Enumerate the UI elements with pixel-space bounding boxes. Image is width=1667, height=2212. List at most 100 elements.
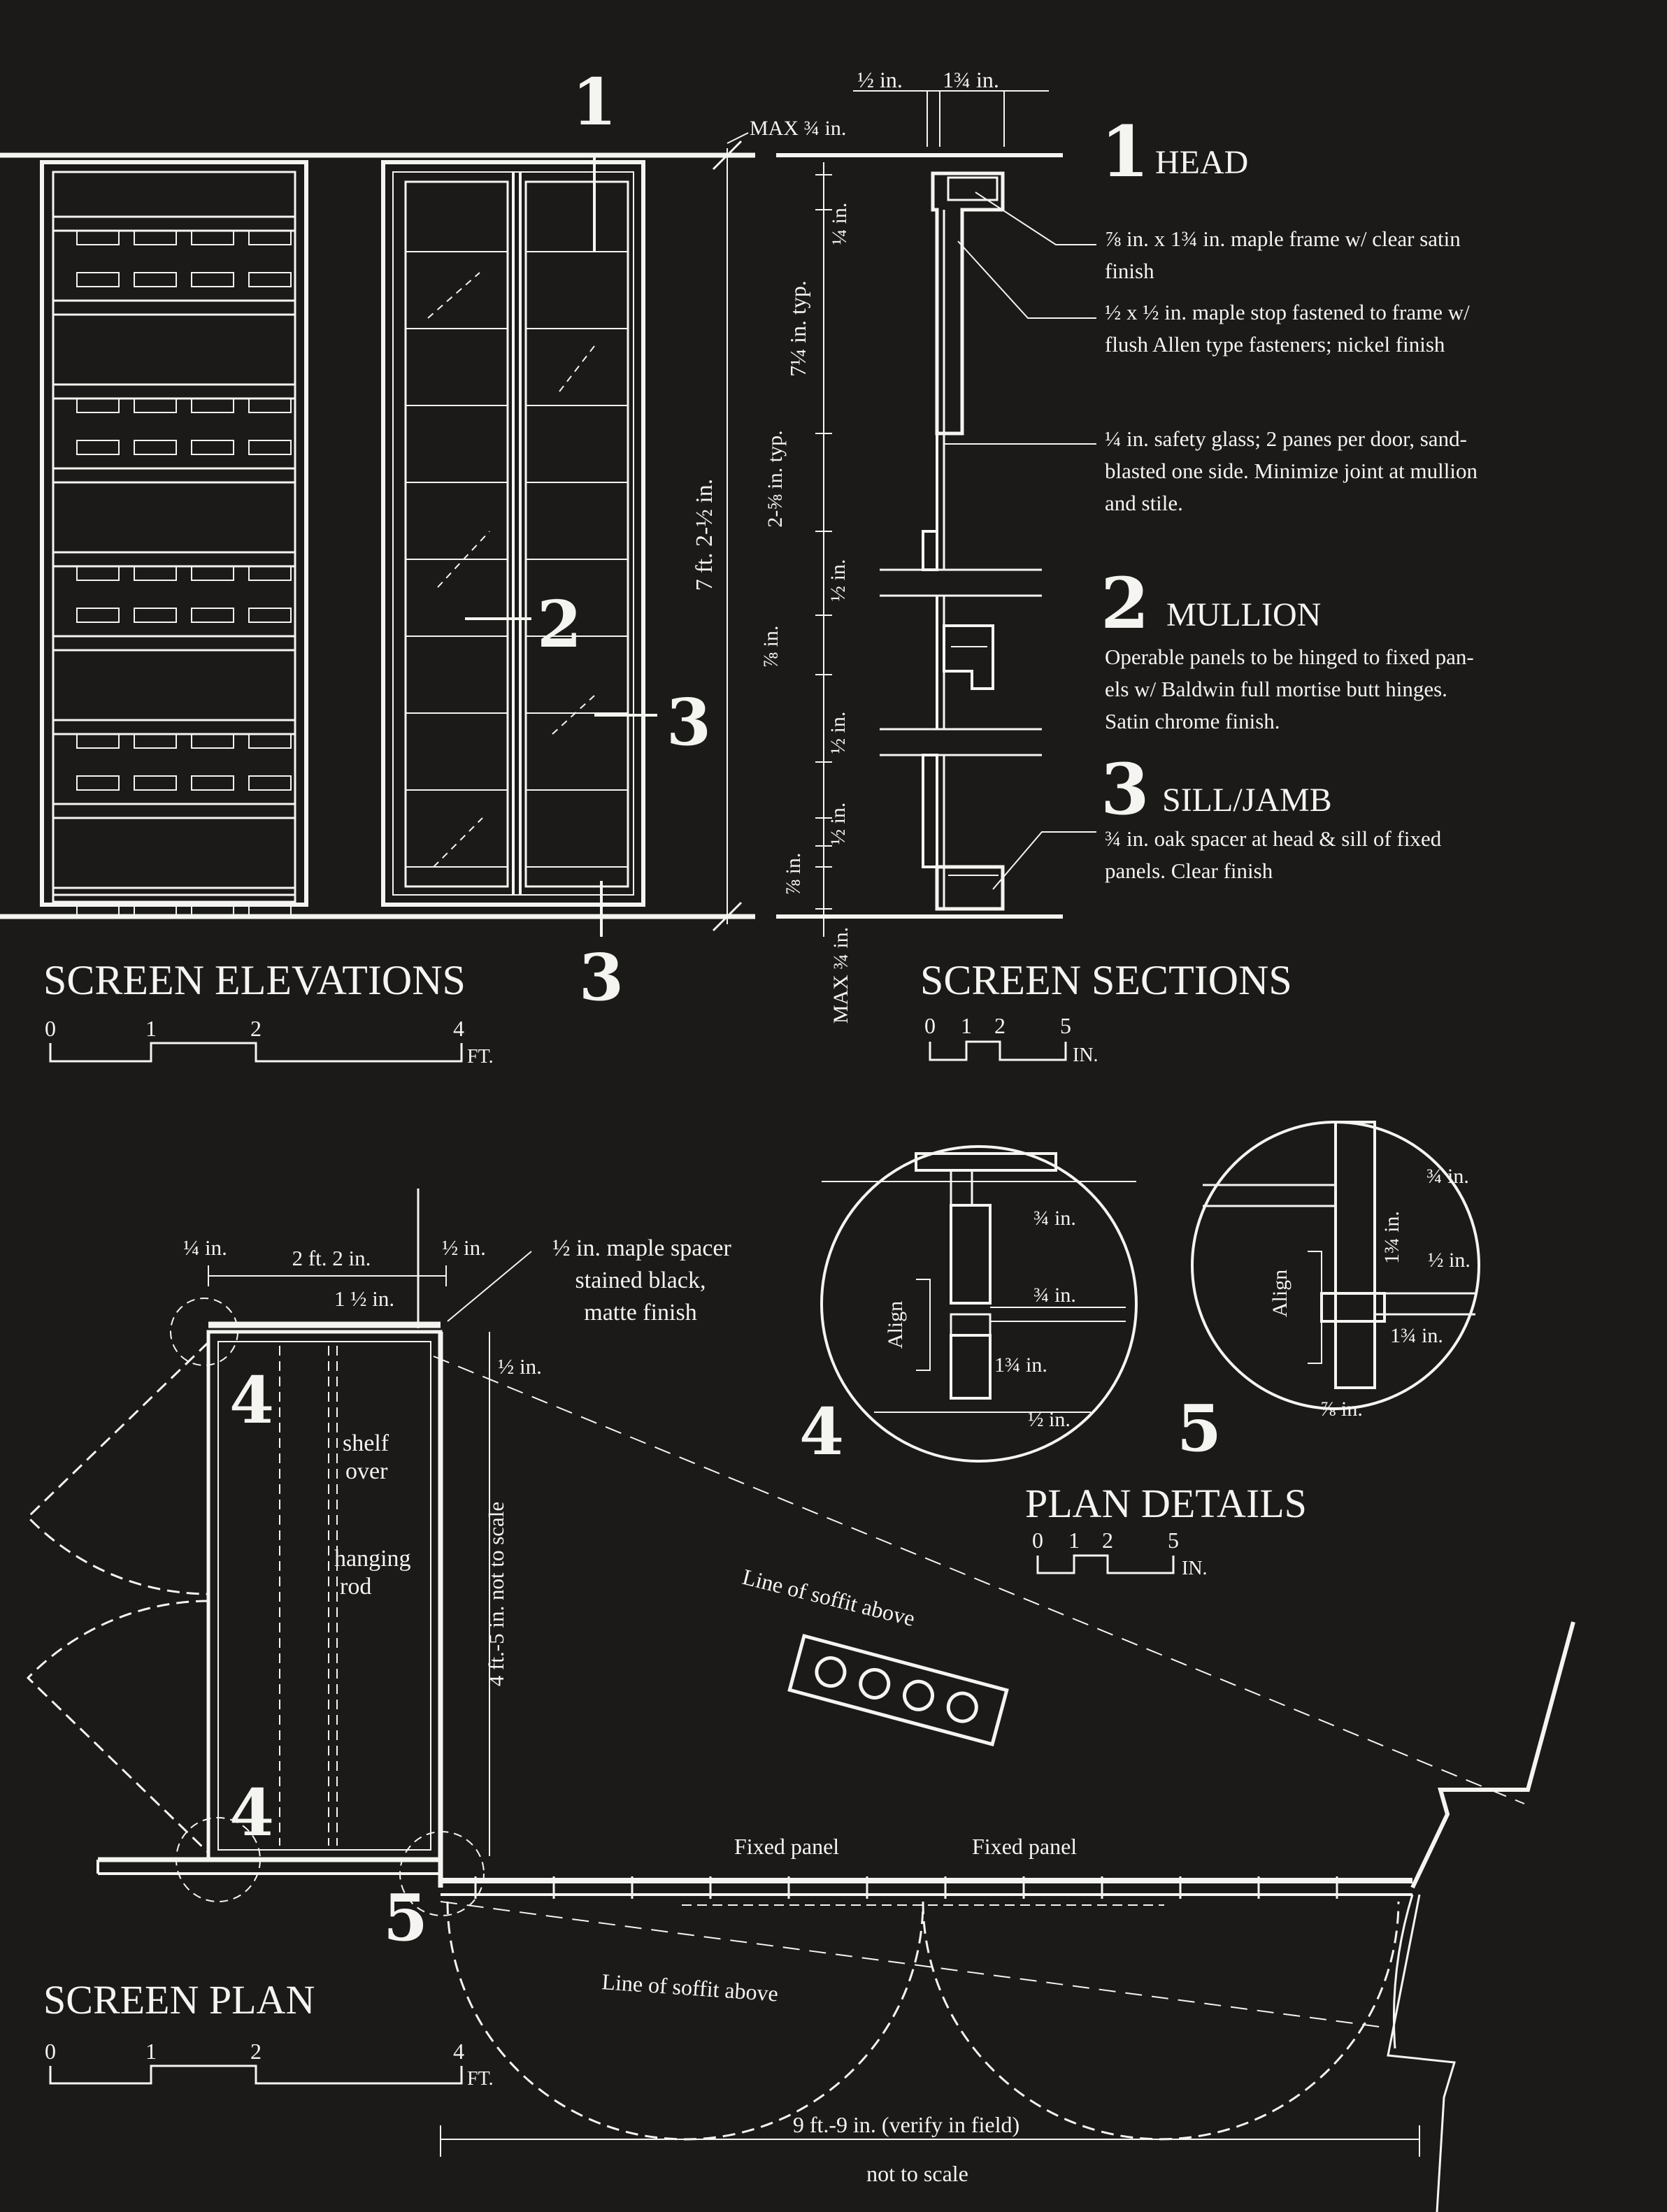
svg-text:⅞ in.: ⅞ in. [1320, 1398, 1363, 1421]
plan-scale: 0 1 2 4 FT. [45, 2039, 494, 2090]
svg-text:flush Allen type fasteners; ni: flush Allen type fasteners; nickel finis… [1105, 332, 1445, 357]
svg-text:½ in.: ½ in. [827, 803, 850, 845]
sections-title: SCREEN SECTIONS [920, 957, 1292, 1003]
max-top-dim: MAX ¾ in. [750, 117, 846, 140]
svg-text:1¾ in.: 1¾ in. [994, 1353, 1047, 1377]
svg-text:IN.: IN. [1182, 1558, 1208, 1579]
svg-text:FT.: FT. [467, 2068, 494, 2090]
door-pair-elevation [381, 160, 645, 907]
svg-text:2: 2 [1102, 1528, 1113, 1553]
note-mullion-title: MULLION [1166, 596, 1321, 633]
note-sill-number: 3 [1101, 748, 1150, 831]
svg-text:FT.: FT. [467, 1046, 494, 1068]
svg-text:2: 2 [994, 1013, 1006, 1038]
svg-text:¾ in. oak spacer at head & sil: ¾ in. oak spacer at head & sill of fixed [1105, 826, 1442, 851]
svg-text:finish: finish [1105, 259, 1154, 283]
elevations-scale: 0 1 2 4 FT. [45, 1016, 494, 1068]
sec-dim-134: 1¾ in. [943, 67, 999, 92]
svg-text:Line of soffit above: Line of soffit above [601, 1969, 780, 2006]
svg-text:els w/ Baldwin full mortise bu: els w/ Baldwin full mortise butt hinges. [1105, 677, 1447, 701]
svg-text:½ in.: ½ in. [1028, 1408, 1071, 1431]
svg-text:shelf: shelf [343, 1430, 389, 1456]
svg-text:½ in.: ½ in. [827, 712, 850, 754]
svg-text:½ x ½ in. maple stop fastened: ½ x ½ in. maple stop fastened to frame w… [1105, 300, 1470, 324]
svg-text:Fixed panel: Fixed panel [972, 1834, 1077, 1859]
plan-title: SCREEN PLAN [43, 1977, 315, 2023]
plan-callout-5: 5 [383, 1880, 428, 1955]
svg-text:Align: Align [1268, 1270, 1292, 1317]
svg-text:1¾ in.: 1¾ in. [1380, 1211, 1403, 1264]
svg-text:½ in.: ½ in. [498, 1354, 542, 1379]
detail-4-number: 4 [799, 1394, 844, 1470]
svg-text:1: 1 [1068, 1528, 1080, 1553]
svg-text:Satin chrome finish.: Satin chrome finish. [1105, 709, 1280, 733]
svg-text:¼ in.: ¼ in. [828, 203, 851, 245]
svg-text:1¾ in.: 1¾ in. [1390, 1324, 1443, 1347]
screen-elevations: 1 2 3 3 MAX ¾ in. 7 ft. 2-½ in. SCREEN E… [0, 64, 846, 1068]
svg-text:½ in.: ½ in. [827, 559, 850, 602]
svg-text:1: 1 [961, 1013, 972, 1038]
svg-text:2 ft. 2 in.: 2 ft. 2 in. [292, 1246, 371, 1270]
svg-text:and stile.: and stile. [1105, 491, 1183, 515]
svg-text:4: 4 [453, 2039, 464, 2064]
detail-5-number: 5 [1177, 1391, 1222, 1466]
svg-text:Align: Align [884, 1301, 907, 1349]
svg-text:not to scale: not to scale [866, 2161, 968, 2186]
plan-details-title: PLAN DETAILS [1025, 1481, 1307, 1526]
svg-text:1 ½ in.: 1 ½ in. [334, 1286, 394, 1311]
svg-text:½ in. maple spacer: ½ in. maple spacer [552, 1235, 732, 1261]
callout-3b: 3 [579, 940, 624, 1015]
note-head-title: HEAD [1155, 144, 1248, 181]
svg-text:⅞ in. x 1¾ in. maple frame w/: ⅞ in. x 1¾ in. maple frame w/ clear sati… [1105, 227, 1461, 251]
svg-text:0: 0 [45, 2039, 56, 2064]
elevations-title: SCREEN ELEVATIONS [43, 957, 466, 1003]
svg-text:¾ in.: ¾ in. [1426, 1165, 1469, 1188]
svg-text:rod: rod [340, 1574, 371, 1600]
note-head-number: 1 [1101, 110, 1150, 193]
svg-text:hanging: hanging [334, 1546, 411, 1572]
height-dim: 7 ft. 2-½ in. [692, 479, 717, 591]
svg-text:1: 1 [145, 2039, 157, 2064]
svg-text:blasted one side. Minimize joi: blasted one side. Minimize joint at mull… [1105, 459, 1478, 483]
sections-scale: 0 1 2 5 IN. [924, 1013, 1099, 1066]
svg-text:4: 4 [453, 1016, 464, 1041]
plan-callout-4b: 4 [229, 1775, 274, 1851]
svg-text:5: 5 [1060, 1013, 1071, 1038]
svg-text:5: 5 [1168, 1528, 1179, 1553]
svg-text:1: 1 [145, 1016, 157, 1041]
svg-text:¼ in. safety glass; 2 panes pe: ¼ in. safety glass; 2 panes per door, sa… [1105, 426, 1467, 451]
svg-text:½ in.: ½ in. [1428, 1249, 1471, 1272]
svg-text:panels. Clear finish: panels. Clear finish [1105, 859, 1273, 883]
svg-text:7¼ in. typ.: 7¼ in. typ. [785, 280, 810, 377]
svg-text:0: 0 [924, 1013, 936, 1038]
svg-text:matte finish: matte finish [584, 1300, 696, 1326]
screen-sections: ½ in. 1¾ in. ¼ in. 7¼ in. typ. 2-⅝ in. t… [759, 67, 1292, 1066]
svg-text:0: 0 [1032, 1528, 1043, 1553]
svg-text:0: 0 [45, 1016, 56, 1041]
svg-text:stained black,: stained black, [575, 1267, 706, 1293]
callout-1: 1 [572, 64, 617, 140]
notes-block: 1 HEAD ⅞ in. x 1¾ in. maple frame w/ cle… [1101, 110, 1478, 883]
svg-text:¼ in.: ¼ in. [183, 1235, 227, 1260]
svg-text:2-⅝ in. typ.: 2-⅝ in. typ. [764, 430, 787, 527]
callout-3: 3 [666, 684, 711, 760]
svg-text:Operable panels to be hinged t: Operable panels to be hinged to fixed pa… [1105, 645, 1474, 669]
svg-text:½ in.: ½ in. [442, 1235, 486, 1260]
details-scale: 0 1 2 5 IN. [1032, 1528, 1208, 1579]
detail-4: ¾ in. ¾ in. Align 1¾ in. ½ in. 4 [799, 1145, 1138, 1470]
note-sill-title: SILL/JAMB [1162, 782, 1332, 819]
svg-text:Line of soffit above: Line of soffit above [740, 1564, 917, 1631]
svg-text:4 ft.-5 in. not to scale: 4 ft.-5 in. not to scale [484, 1502, 508, 1686]
sec-dim-half: ½ in. [857, 67, 903, 92]
svg-text:2: 2 [250, 1016, 262, 1041]
svg-text:9 ft.-9 in. (verify in field): 9 ft.-9 in. (verify in field) [793, 2112, 1019, 2137]
svg-text:⅞ in.: ⅞ in. [782, 853, 805, 896]
svg-text:¾ in.: ¾ in. [1033, 1284, 1076, 1307]
fixed-panel-elevation [40, 160, 308, 917]
screen-plan: 4 4 5 ¼ in. 2 ft. 2 in. ½ in. 1 ½ in. ½ … [26, 1188, 1575, 2212]
svg-text:MAX ¾ in.: MAX ¾ in. [829, 927, 852, 1024]
plan-callout-4a: 4 [229, 1363, 274, 1438]
callout-2: 2 [537, 587, 582, 662]
note-mullion-number: 2 [1101, 562, 1150, 645]
